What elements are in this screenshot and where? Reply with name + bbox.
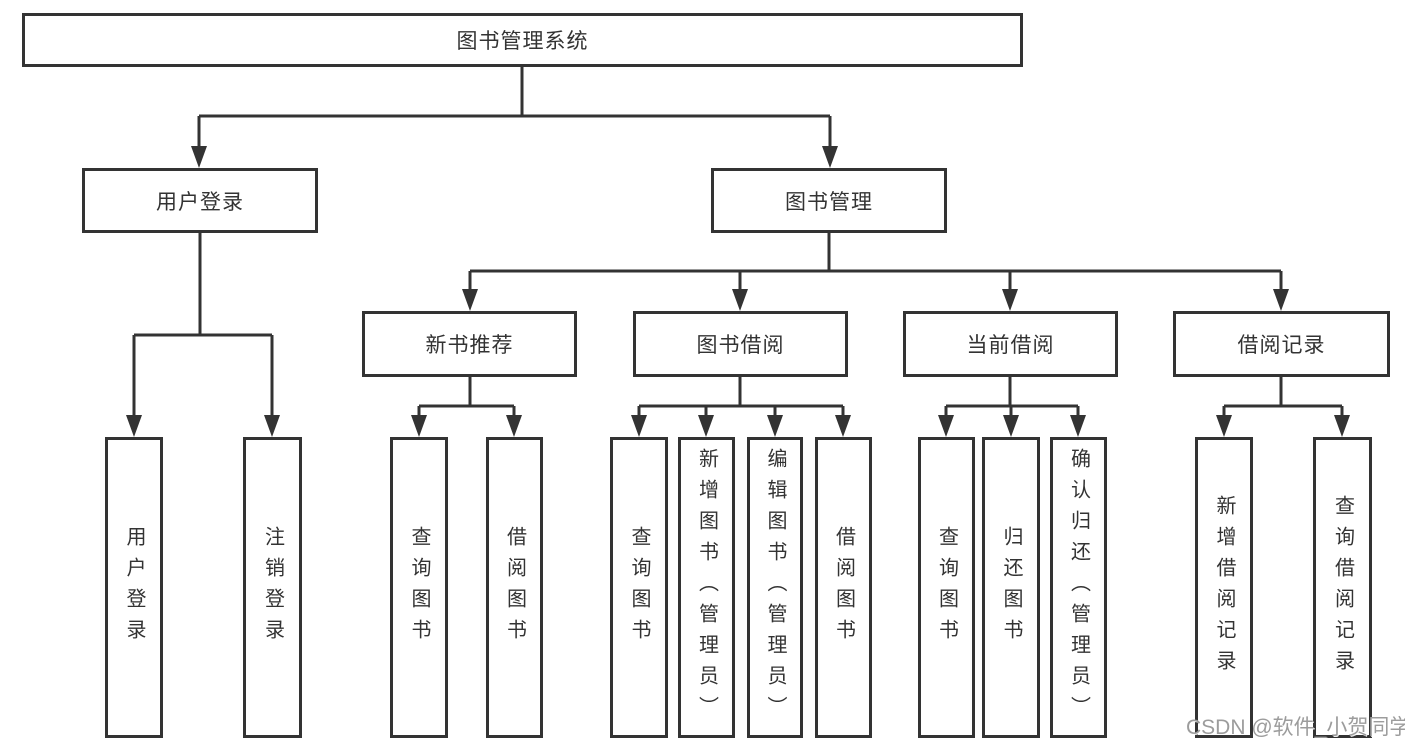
node-label: 图书管理 [785,190,873,214]
leaf-cb-confirm-return-admin: 确认归还（管理员） [1050,437,1107,738]
node-book-management: 图书管理 [711,168,947,233]
leaf-user-login: 用户登录 [105,437,163,738]
node-label: 借阅图书 [832,525,855,650]
leaf-br-query-record: 查询借阅记录 [1313,437,1372,738]
leaf-nb-query-books: 查询图书 [390,437,448,738]
connector-lines [132,67,1344,419]
leaf-logout: 注销登录 [243,437,302,738]
node-label: 新书推荐 [425,334,514,357]
node-label: 查询图书 [408,525,430,650]
leaf-bb-borrow-books: 借阅图书 [815,437,872,738]
leaf-br-add-record: 新增借阅记录 [1195,437,1253,738]
connector-arrowheads [126,146,1350,437]
leaf-cb-query-books: 查询图书 [918,437,975,738]
node-label: 确认归还（管理员） [1067,448,1090,727]
node-label: 查询借阅记录 [1331,494,1354,681]
leaf-bb-add-books-admin: 新增图书（管理员） [678,437,735,738]
node-label: 图书借阅 [696,334,785,357]
node-label: 用户登录 [156,190,244,214]
node-label: 归还图书 [1000,525,1022,650]
node-label: 查询图书 [628,525,650,650]
leaf-bb-query-books: 查询图书 [610,437,668,738]
csdn-watermark: CSDN @软件_小贺同学 [1186,716,1405,739]
node-library-system: 图书管理系统 [22,13,1023,67]
node-book-borrowing: 图书借阅 [633,311,848,377]
node-label: 借阅记录 [1237,334,1326,357]
node-user-login: 用户登录 [82,168,318,233]
leaf-cb-return-books: 归还图书 [982,437,1040,738]
leaf-nb-borrow-books: 借阅图书 [486,437,543,738]
node-new-book-recommend: 新书推荐 [362,311,577,377]
node-label: 图书管理系统 [456,30,589,53]
leaf-bb-edit-books-admin: 编辑图书（管理员） [747,437,803,738]
node-label: 新增借阅记录 [1213,494,1235,681]
node-label: 编辑图书（管理员） [764,448,786,727]
node-label: 新增图书（管理员） [695,448,718,727]
node-borrowing-records: 借阅记录 [1173,311,1390,377]
node-label: 查询图书 [935,525,958,650]
node-current-borrowing: 当前借阅 [903,311,1118,377]
node-label: 用户登录 [123,525,145,650]
node-label: 借阅图书 [503,525,526,650]
node-label: 当前借阅 [966,334,1055,357]
node-label: 注销登录 [261,525,284,650]
